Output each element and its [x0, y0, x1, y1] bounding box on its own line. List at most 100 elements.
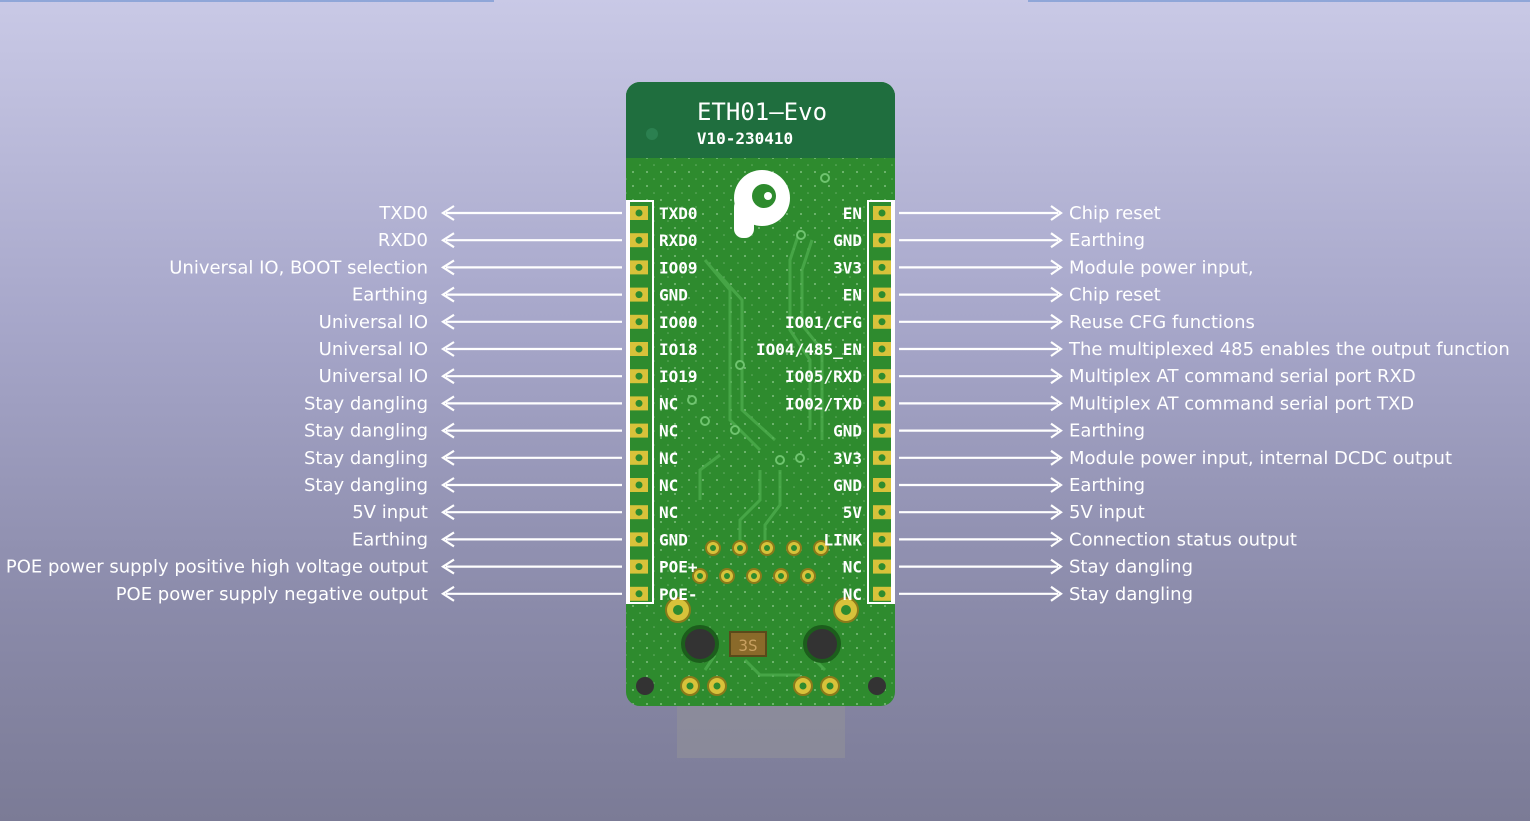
- right-pin-label: IO04/485_EN: [756, 340, 862, 359]
- component-3s: [729, 631, 767, 657]
- left-arrow-head: [440, 585, 455, 602]
- right-pin-hole: [878, 427, 886, 435]
- right-pin-description: Earthing: [1069, 475, 1145, 496]
- left-arrow-head: [440, 504, 455, 521]
- right-pin-description: Chip reset: [1069, 203, 1161, 224]
- left-pin-hole: [635, 481, 643, 489]
- left-pin-label: IO09: [659, 258, 698, 277]
- pcb-traces: [698, 229, 827, 677]
- right-pin-label: GND: [833, 231, 862, 250]
- top-border-right: [1028, 0, 1530, 2]
- left-arrow-head: [440, 205, 455, 221]
- right-pin-description: Stay dangling: [1069, 584, 1193, 605]
- left-arrow-head: [440, 395, 455, 412]
- left-pin-hole: [635, 263, 643, 271]
- right-pin-hole: [878, 291, 886, 299]
- left-pin-hole: [635, 291, 643, 299]
- left-pin-description: Stay dangling: [304, 475, 428, 496]
- left-pin-description: POE power supply positive high voltage o…: [6, 557, 428, 578]
- left-arrow-head: [440, 232, 455, 249]
- left-pin-label: IO19: [659, 367, 698, 386]
- right-pin-label: NC: [843, 585, 862, 604]
- left-pin-label: POE-: [659, 585, 698, 604]
- right-pin-description: Multiplex AT command serial port TXD: [1069, 393, 1414, 414]
- right-pin-hole: [878, 372, 886, 380]
- left-arrow-head: [440, 477, 455, 493]
- left-arrow-head: [440, 368, 455, 385]
- right-arrow-head: [1050, 504, 1063, 521]
- right-pin-description: 5V input: [1069, 502, 1145, 523]
- left-pin-label: NC: [659, 422, 678, 441]
- left-pin-label: POE+: [659, 558, 698, 577]
- right-pin-label: 5V: [843, 503, 863, 522]
- right-pin-hole: [878, 481, 886, 489]
- right-pin-hole: [878, 563, 886, 571]
- right-arrow-head: [1050, 395, 1063, 412]
- left-arrow-head: [440, 422, 455, 439]
- left-pin-label: IO18: [659, 340, 698, 359]
- left-pin-label: GND: [659, 530, 688, 549]
- left-arrow-head: [440, 313, 455, 330]
- mounting-pads: [636, 597, 886, 695]
- left-pin-label: TXD0: [659, 204, 698, 223]
- right-arrow-head: [1050, 341, 1063, 357]
- right-pin-description: Module power input, internal DCDC output: [1069, 448, 1452, 469]
- right-pin-hole: [878, 590, 886, 598]
- left-pin-label: NC: [659, 503, 678, 522]
- right-pin-hole: [878, 209, 886, 217]
- right-arrow-head: [1050, 313, 1063, 330]
- right-pin-label: 3V3: [833, 449, 862, 468]
- right-pin-description: Stay dangling: [1069, 557, 1193, 578]
- component-3s-label: 3S: [738, 636, 757, 655]
- left-pin-label: IO00: [659, 313, 698, 332]
- right-pin-hole: [878, 345, 886, 353]
- left-pin-description: RXD0: [378, 230, 428, 251]
- left-pin-description: 5V input: [352, 502, 428, 523]
- left-arrow-head: [440, 449, 455, 466]
- pcb-header: [626, 82, 895, 158]
- right-pin-label: GND: [833, 422, 862, 441]
- right-pin-label: GND: [833, 476, 862, 495]
- right-pin-label: IO05/RXD: [785, 367, 862, 386]
- left-pin-description: Universal IO, BOOT selection: [169, 257, 428, 278]
- left-pin-description: Stay dangling: [304, 421, 428, 442]
- left-pin-hole: [635, 427, 643, 435]
- left-pin-label: RXD0: [659, 231, 698, 250]
- left-pin-description: Stay dangling: [304, 448, 428, 469]
- right-arrow-head: [1050, 558, 1063, 575]
- right-pin-hole: [878, 399, 886, 407]
- left-arrow-head: [440, 286, 455, 303]
- left-pin-hole: [635, 209, 643, 217]
- right-pin-label: IO02/TXD: [785, 394, 862, 413]
- left-pin-label: NC: [659, 394, 678, 413]
- board-title: ETH01—Evo: [697, 98, 827, 126]
- right-pin-label: EN: [843, 286, 862, 305]
- right-arrow-head: [1050, 477, 1063, 493]
- left-pin-hole: [635, 508, 643, 516]
- right-arrow-head: [1050, 286, 1063, 303]
- right-pin-hole: [878, 263, 886, 271]
- right-pin-label: EN: [843, 204, 862, 223]
- right-pin-description: The multiplexed 485 enables the output f…: [1068, 339, 1510, 360]
- right-pin-description: Chip reset: [1069, 285, 1161, 306]
- right-pin-hole: [878, 318, 886, 326]
- left-arrow-head: [440, 259, 455, 276]
- left-pin-description: Universal IO: [319, 312, 428, 333]
- top-border-left: [0, 0, 494, 2]
- right-arrow-head: [1050, 585, 1063, 602]
- left-pin-hole: [635, 399, 643, 407]
- right-arrow-head: [1050, 368, 1063, 385]
- right-pin-description: Multiplex AT command serial port RXD: [1069, 366, 1416, 387]
- left-pin-hole: [635, 372, 643, 380]
- header-mark: [646, 128, 658, 140]
- left-arrow-head: [440, 531, 455, 548]
- left-pin-label: NC: [659, 476, 678, 495]
- pcb-dots: [626, 158, 895, 706]
- left-pin-description: Earthing: [352, 529, 428, 550]
- left-pin-hole: [635, 590, 643, 598]
- right-arrow-head: [1050, 232, 1063, 249]
- right-pin-label: IO01/CFG: [785, 313, 862, 332]
- right-arrow-head: [1050, 449, 1063, 466]
- left-pin-hole: [635, 563, 643, 571]
